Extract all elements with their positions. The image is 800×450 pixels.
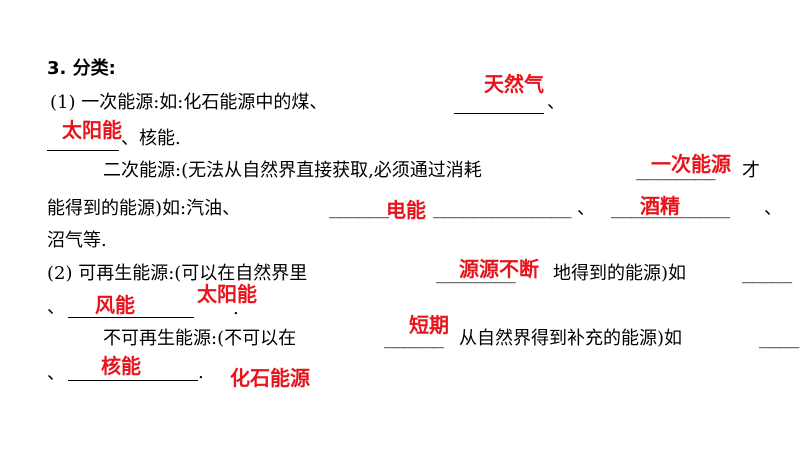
- blank-line-gas: [454, 113, 544, 114]
- separator-text-2: 、: [577, 198, 595, 219]
- blank-dash-electric-1: ______: [329, 198, 389, 219]
- blank-dash-electric-2: ______________: [433, 198, 572, 219]
- nonrenewable-energy-text: 不可再生能源:(不可以在: [103, 328, 297, 349]
- blank-dash-continuous: ________: [436, 263, 516, 284]
- answer-primary-energy: 一次能源: [651, 152, 731, 176]
- blank-line-wind: [68, 317, 194, 318]
- answer-wind: 风能: [95, 293, 135, 317]
- blank-line-solar-1: [47, 150, 119, 151]
- blank-dash-alcohol: ____________: [611, 198, 730, 219]
- primary-energy-text: (1) 一次能源:如:化石能源中的煤、: [50, 92, 328, 113]
- blank-dash-short-term: ______: [384, 328, 444, 349]
- nonrenewable-tail-text: 从自然界得到补充的能源)如: [459, 328, 683, 349]
- answer-short-term: 短期: [409, 313, 449, 337]
- answer-solar-1: 太阳能: [62, 118, 122, 142]
- examples-text: 能得到的能源)如:汽油、: [47, 198, 241, 219]
- blank-dash-primary: ________: [636, 160, 716, 181]
- blank-dash-nonrenewable-ex: ____: [759, 328, 799, 349]
- answer-nuclear: 核能: [101, 354, 141, 378]
- period-text-2: .: [198, 362, 204, 383]
- blank-line-nuclear: [68, 380, 198, 381]
- secondary-energy-text: 二次能源:(无法从自然界直接获取,必须通过消耗: [103, 160, 482, 181]
- separator-text: 、: [547, 92, 565, 113]
- answer-fossil: 化石能源: [230, 366, 310, 390]
- separator-text-4: 、: [47, 297, 65, 318]
- nuclear-text: 、核能.: [121, 128, 181, 149]
- period-text: .: [233, 298, 239, 319]
- answer-natural-gas: 天然气: [484, 72, 544, 96]
- answer-continuous: 源源不断: [459, 257, 539, 281]
- separator-text-3: 、: [764, 198, 782, 219]
- separator-text-5: 、: [47, 363, 65, 384]
- renewable-energy-text: (2) 可再生能源:(可以在自然界里: [47, 263, 308, 284]
- section-heading: 3. 分类:: [47, 58, 116, 79]
- answer-alcohol: 酒精: [640, 194, 680, 218]
- answer-solar-2: 太阳能: [197, 282, 257, 306]
- renewable-tail-text: 地得到的能源)如: [553, 263, 687, 284]
- secondary-tail-text: 才: [742, 160, 760, 181]
- answer-electricity: 电能: [386, 198, 426, 222]
- biogas-text: 沼气等.: [47, 230, 107, 251]
- blank-dash-renewable-ex: _____: [742, 263, 792, 284]
